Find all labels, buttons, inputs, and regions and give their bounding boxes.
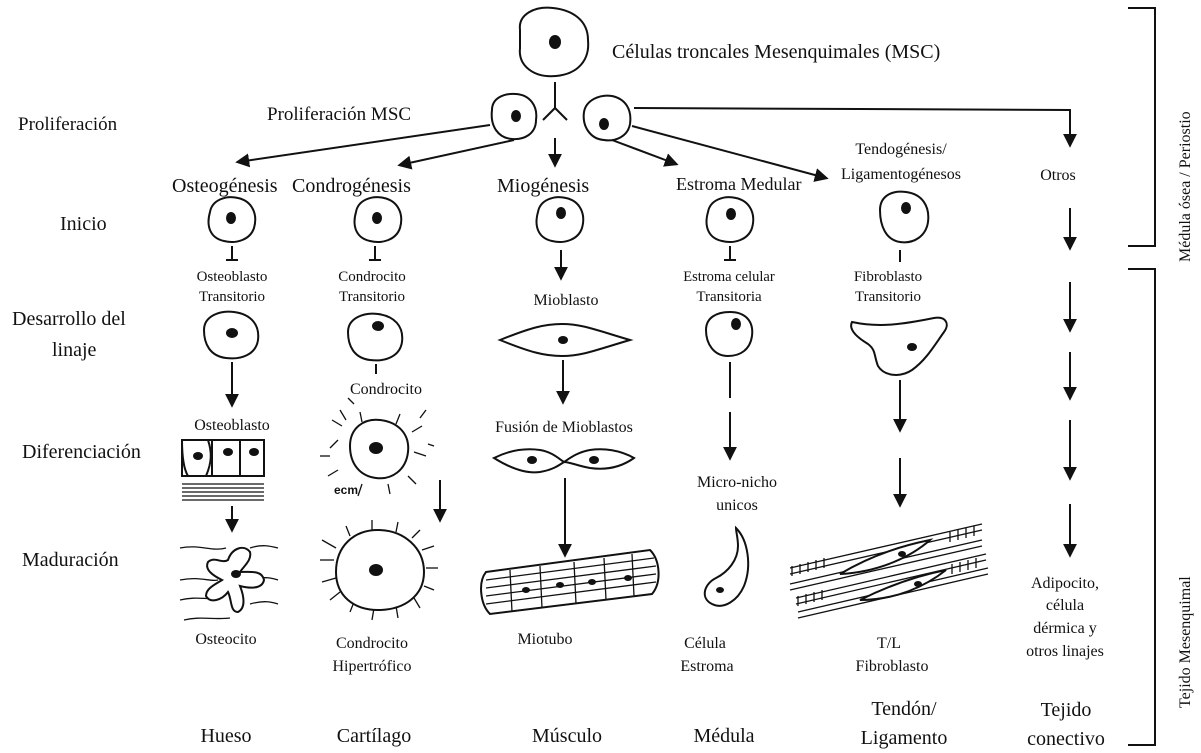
tissue-label: Médula (693, 725, 754, 747)
stage-desarrollo-line1: Desarrollo del (12, 308, 126, 330)
mature-line3: dérmica y (1033, 620, 1097, 637)
stage-proliferacion: Proliferación (18, 114, 118, 135)
mature-line2: Fibroblasto (856, 658, 929, 675)
stage-desarrollo-line2: linaje (52, 339, 97, 361)
lineage-name: Osteogénesis (172, 175, 278, 197)
tissue-label: Hueso (200, 725, 251, 747)
mature-line1: Condrocito (336, 635, 408, 652)
mature-line1: Célula (684, 635, 726, 652)
differentiated-label: Osteoblasto (194, 417, 270, 434)
lineage-name: Condrogénesis (292, 175, 411, 197)
lineage-chondrogenesis: Condrogénesis Condrocito Transitorio Con… (292, 175, 440, 747)
differentiated-line1: Micro-nicho (697, 474, 777, 491)
right-brackets: Médula ósea / Periostio Tejido Mesenquim… (1128, 8, 1194, 745)
mature-line2: célula (1046, 597, 1084, 614)
bracket-label-top: Médula ósea / Periostio (1177, 111, 1194, 262)
lineage-name-line2: Ligamentogénesos (841, 166, 961, 183)
transitory-line1: Osteoblasto (197, 269, 268, 285)
mature-line1: Osteocito (195, 631, 256, 648)
tissue-line1: Tendón/ (871, 698, 937, 720)
transitory-line1: Estroma celular (683, 269, 775, 285)
transitory-line2: Transitorio (339, 289, 405, 305)
lineage-name: Otros (1040, 167, 1076, 184)
mature-line2: Estroma (680, 658, 733, 675)
lineage-name-line1: Tendogénesis/ (855, 141, 947, 158)
stage-inicio: Inicio (60, 213, 107, 235)
msc-proliferation-label: Proliferación MSC (267, 104, 411, 125)
mature-line1: Miotubo (517, 631, 572, 648)
tissue-line2: conectivo (1027, 728, 1105, 750)
transitory-line2: Transitoria (696, 289, 762, 305)
msc-stem-cell (520, 8, 588, 77)
lineage-others: Otros Adipocito, célula dérmica y otros … (1026, 167, 1105, 750)
lineage-name: Estroma Medular (676, 174, 801, 194)
diagram-title: Células troncales Mesenquimales (MSC) (612, 41, 940, 63)
tissue-label: Músculo (532, 725, 602, 747)
lineage-myogenesis: Miogénesis Mioblasto Fusión de Mioblasto… (481, 175, 659, 747)
mature-line4: otros linajes (1026, 643, 1104, 660)
stage-labels: Proliferación Inicio Desarrollo del lina… (12, 114, 141, 571)
lineage-marrow-stroma: Estroma Medular Estroma celular Transito… (676, 174, 801, 747)
differentiated-label: Condrocito (350, 381, 422, 398)
lineage-osteogenesis: Osteogénesis Osteoblasto Transitorio Ost… (172, 175, 278, 747)
ecm-label: ecm (334, 483, 358, 497)
transitory-line1: Fibroblasto (854, 269, 922, 285)
transitory-line2: Transitorio (199, 289, 265, 305)
transitory-line1: Condrocito (338, 269, 406, 285)
tissue-line2: Ligamento (861, 727, 948, 749)
proliferating-msc-cells (492, 82, 631, 140)
stage-diferenciacion: Diferenciación (22, 441, 141, 463)
tissue-line1: Tejido (1041, 699, 1092, 721)
tissue-label: Cartílago (337, 725, 411, 747)
transitory-line1: Mioblasto (534, 292, 599, 309)
differentiated-label: Fusión de Mioblastos (495, 419, 633, 436)
lineage-name: Miogénesis (497, 175, 589, 197)
mature-line1: T/L (877, 635, 901, 652)
bracket-label-bottom: Tejido Mesenquimal (1177, 576, 1194, 708)
lineage-tenogenesis: Tendogénesis/ Ligamentogénesos Fibroblas… (790, 141, 988, 749)
transitory-line2: Transitorio (855, 289, 921, 305)
differentiated-line2: unicos (716, 497, 758, 514)
mature-line1: Adipocito, (1031, 575, 1099, 592)
stage-maduracion: Maduración (22, 549, 119, 571)
mature-line2: Hipertrófico (332, 658, 411, 675)
